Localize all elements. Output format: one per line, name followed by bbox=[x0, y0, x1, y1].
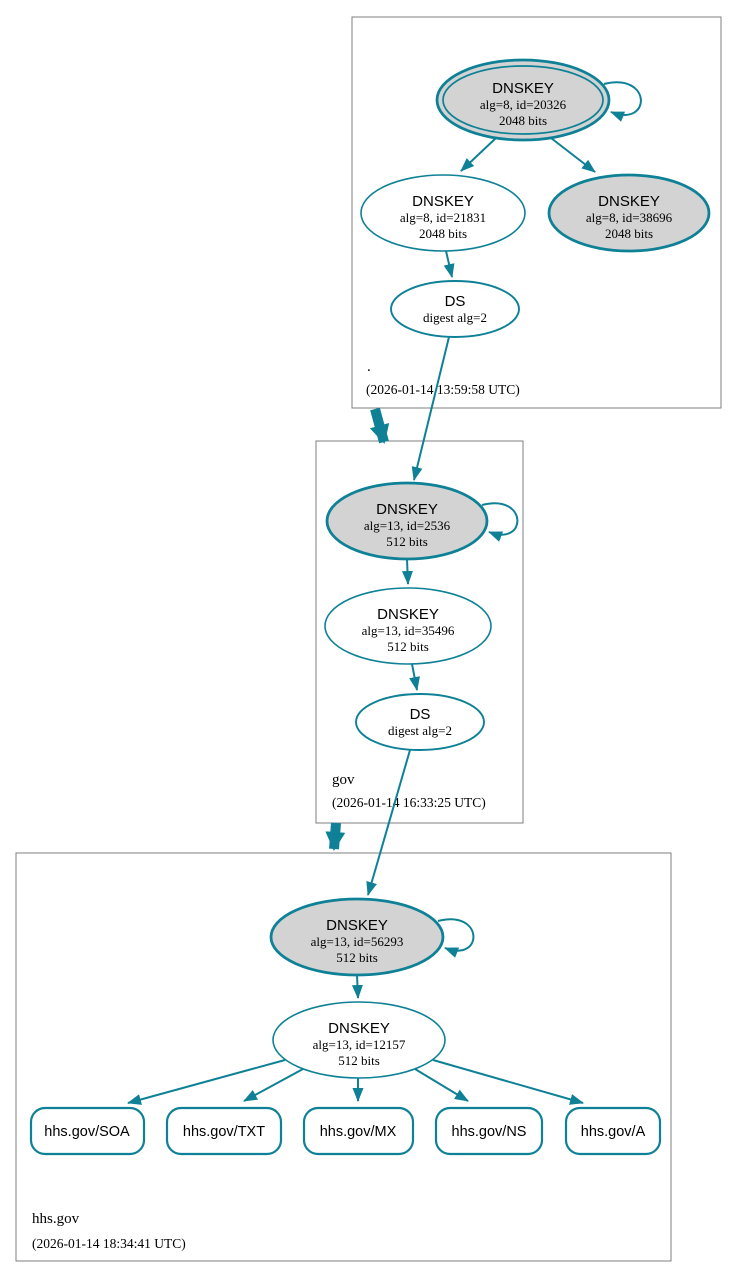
edge-gov-ds-to-hhs-ksk bbox=[366, 749, 411, 896]
root-ds-title: DS bbox=[445, 293, 466, 310]
root-ksk2-title: DNSKEY bbox=[598, 193, 660, 210]
hhs-zsk-title: DNSKEY bbox=[328, 1020, 390, 1037]
root-ksk2-detail: alg=8, id=38696 bbox=[586, 210, 673, 225]
zone-box-gov bbox=[315, 440, 524, 824]
gov-zsk-title: DNSKEY bbox=[377, 606, 439, 623]
root-zsk-node: DNSKEY alg=8, id=21831 2048 bits bbox=[360, 174, 526, 252]
edge-root-zsk-to-ds bbox=[443, 250, 455, 278]
rrset-box-soa bbox=[29, 1106, 146, 1156]
edge-hhs-ksk-to-zsk bbox=[351, 974, 363, 999]
zone-box-root bbox=[351, 16, 722, 409]
root-ksk2-ellipse bbox=[547, 173, 711, 253]
root-zsk-title: DNSKEY bbox=[412, 193, 474, 210]
hhs-ksk-detail: alg=13, id=56293 bbox=[311, 934, 404, 949]
hhs-ksk-bits: 512 bits bbox=[336, 950, 378, 965]
gov-zsk-bits: 512 bits bbox=[387, 639, 429, 654]
hhs-zsk-detail: alg=13, id=12157 bbox=[313, 1037, 406, 1052]
root-zsk-ellipse bbox=[360, 174, 526, 252]
hhs-ksk-title: DNSKEY bbox=[326, 917, 388, 934]
edge-hhs-zsk-to-soa bbox=[127, 1059, 286, 1105]
rrset-label-txt: hhs.gov/TXT bbox=[183, 1124, 265, 1140]
root-ds-detail: digest alg=2 bbox=[423, 310, 487, 325]
root-ksk-title: DNSKEY bbox=[492, 80, 554, 97]
hhs-zsk-node: DNSKEY alg=13, id=12157 512 bits bbox=[272, 1001, 446, 1079]
gov-ksk-detail: alg=13, id=2536 bbox=[364, 518, 451, 533]
hhs-zsk-bits: 512 bits bbox=[338, 1053, 380, 1068]
root-ksk-detail: alg=8, id=20326 bbox=[480, 97, 567, 112]
zone-timestamp-hhs-gov: (2026-01-14 18:34:41 UTC) bbox=[32, 1236, 186, 1251]
root-ksk-bits: 2048 bits bbox=[499, 113, 547, 128]
rrset-box-mx bbox=[302, 1106, 415, 1156]
gov-ds-detail: digest alg=2 bbox=[388, 723, 452, 738]
rrset-box-ns bbox=[434, 1106, 544, 1156]
edge-root-ds-to-gov-ksk bbox=[411, 336, 450, 481]
gov-zsk-node: DNSKEY alg=13, id=35496 512 bits bbox=[324, 587, 492, 665]
hhs-ksk-node: DNSKEY alg=13, id=56293 512 bits bbox=[269, 897, 445, 977]
edge-gov-ksk-to-zsk bbox=[401, 558, 413, 585]
zone-label-hhs-gov: hhs.gov bbox=[32, 1211, 80, 1227]
root-ksk2-bits: 2048 bits bbox=[605, 226, 653, 241]
rrset-label-soa: hhs.gov/SOA bbox=[44, 1124, 130, 1140]
gov-ksk-bits: 512 bits bbox=[386, 534, 428, 549]
gov-zsk-ellipse bbox=[324, 587, 492, 665]
rrset-label-mx: hhs.gov/MX bbox=[320, 1124, 397, 1140]
edge-hhs-ksk-self-loop bbox=[437, 918, 475, 958]
rrset-node-txt: hhs.gov/TXT bbox=[165, 1106, 283, 1156]
rrset-label-a: hhs.gov/A bbox=[581, 1124, 646, 1140]
edge-gov-ksk-self-loop bbox=[481, 502, 519, 542]
gov-zsk-detail: alg=13, id=35496 bbox=[362, 623, 455, 638]
root-ksk-ellipse bbox=[435, 58, 611, 142]
gov-ds-title: DS bbox=[410, 706, 431, 723]
rrset-node-a: hhs.gov/A bbox=[564, 1106, 662, 1156]
delegation-arrow-gov-to-hhs bbox=[325, 822, 346, 851]
edge-hhs-zsk-to-a bbox=[432, 1059, 584, 1105]
edge-root-ksk-self-loop bbox=[603, 81, 642, 122]
zone-label-root: . bbox=[367, 359, 371, 375]
hhs-zsk-ellipse bbox=[272, 1001, 446, 1079]
zone-timestamp-gov: (2026-01-14 16:33:25 UTC) bbox=[332, 795, 486, 810]
edge-root-ksk-to-zsk bbox=[460, 137, 497, 172]
root-zsk-detail: alg=8, id=21831 bbox=[400, 210, 486, 225]
rrset-node-ns: hhs.gov/NS bbox=[434, 1106, 544, 1156]
gov-ds-node: DS digest alg=2 bbox=[355, 693, 485, 751]
root-ds-node: DS digest alg=2 bbox=[390, 280, 520, 338]
gov-ksk-title: DNSKEY bbox=[376, 501, 438, 518]
edge-hhs-zsk-to-txt bbox=[243, 1068, 304, 1102]
edge-root-ksk-to-ksk2 bbox=[550, 137, 596, 173]
root-ksk2-node: DNSKEY alg=8, id=38696 2048 bits bbox=[547, 173, 711, 253]
gov-ksk-ellipse bbox=[325, 481, 489, 561]
hhs-ksk-ellipse bbox=[269, 897, 445, 977]
gov-ksk-node: DNSKEY alg=13, id=2536 512 bits bbox=[325, 481, 489, 561]
rrset-node-soa: hhs.gov/SOA bbox=[29, 1106, 146, 1156]
root-zsk-bits: 2048 bits bbox=[419, 226, 467, 241]
delegation-arrow-root-to-gov bbox=[369, 407, 390, 444]
gov-ds-ellipse bbox=[355, 693, 485, 751]
root-ds-ellipse bbox=[390, 280, 520, 338]
root-ksk-trust-anchor-ring bbox=[442, 65, 604, 135]
zone-label-gov: gov bbox=[332, 772, 355, 788]
edge-hhs-zsk-to-ns bbox=[414, 1068, 469, 1102]
zone-box-hhs-gov bbox=[15, 852, 672, 1262]
rrset-label-ns: hhs.gov/NS bbox=[452, 1124, 527, 1140]
zone-timestamp-root: (2026-01-14 13:59:58 UTC) bbox=[366, 382, 520, 397]
edge-gov-zsk-to-ds bbox=[409, 663, 420, 691]
rrset-node-mx: hhs.gov/MX bbox=[302, 1106, 415, 1156]
rrset-box-a bbox=[564, 1106, 662, 1156]
rrset-box-txt bbox=[165, 1106, 283, 1156]
root-ksk-node: DNSKEY alg=8, id=20326 2048 bits bbox=[435, 58, 611, 142]
